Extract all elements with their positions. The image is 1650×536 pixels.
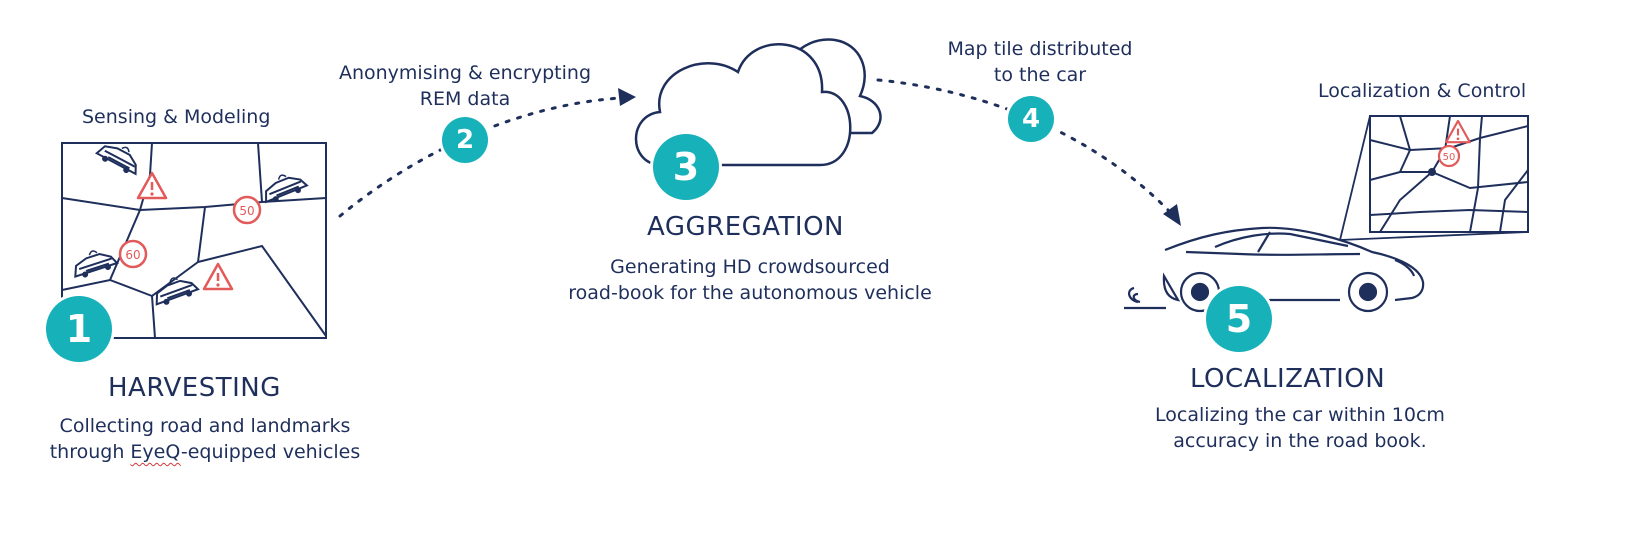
- svg-text:50: 50: [239, 204, 254, 218]
- harvesting-desc-prefix: through: [49, 441, 131, 463]
- anonymising-label: Anonymising & encrypting REM data: [330, 60, 600, 112]
- localization-desc-line1: Localizing the car within 10cm: [1155, 404, 1445, 426]
- harvesting-desc-suffix: -equipped vehicles: [180, 441, 361, 463]
- harvest-map-icon: [61, 142, 327, 339]
- map-tile-label: Map tile distributed to the car: [935, 36, 1145, 88]
- warning-sign-icon: [136, 171, 168, 200]
- map-tile-line2: to the car: [993, 64, 1087, 86]
- localization-desc-line2: accuracy in the road book.: [1173, 430, 1427, 452]
- aggregation-desc-line1: Generating HD crowdsourced: [610, 256, 890, 278]
- harvesting-title: HARVESTING: [108, 373, 281, 403]
- localization-title: LOCALIZATION: [1190, 364, 1386, 394]
- step-5-badge: 5: [1206, 286, 1272, 352]
- speed-limit-sign-icon: 60: [118, 239, 148, 269]
- warning-sign-icon: [202, 262, 234, 291]
- step-3-badge: 3: [653, 134, 719, 200]
- sensing-label: Sensing & Modeling: [82, 106, 271, 128]
- aggregation-desc-line2: road-book for the autonomous vehicle: [568, 282, 932, 304]
- vehicle-icon: [149, 270, 201, 310]
- arrow-head-icon: [618, 88, 636, 106]
- speed-limit-sign-icon: 50: [232, 195, 262, 225]
- arrow-head-icon: [1163, 204, 1181, 226]
- step-2-badge: 2: [442, 117, 488, 163]
- svg-text:50: 50: [1443, 152, 1456, 163]
- anonymising-line2: REM data: [419, 88, 511, 110]
- step-1-badge: 1: [46, 296, 112, 362]
- harvesting-desc-line1: Collecting road and landmarks: [59, 415, 351, 437]
- car-position-marker: [1428, 168, 1436, 176]
- aggregation-description: Generating HD crowdsourced road-book for…: [560, 254, 940, 306]
- car-icon: [1124, 226, 1425, 313]
- harvesting-description: Collecting road and landmarks through Ey…: [40, 413, 370, 465]
- eyeq-brand: EyeQ: [130, 441, 181, 463]
- svg-text:60: 60: [125, 248, 140, 262]
- localization-map-icon: [1339, 115, 1529, 241]
- aggregation-title: AGGREGATION: [647, 212, 844, 242]
- map-tile-line1: Map tile distributed: [947, 38, 1133, 60]
- localization-control-label: Localization & Control: [1318, 80, 1527, 102]
- step-4-badge: 4: [1008, 96, 1054, 142]
- harvesting-desc-line2: through EyeQ-equipped vehicles: [40, 439, 370, 465]
- anonymising-line1: Anonymising & encrypting: [338, 62, 592, 84]
- localization-description: Localizing the car within 10cm accuracy …: [1135, 402, 1465, 454]
- speed-limit-sign-icon: 50: [1437, 144, 1461, 168]
